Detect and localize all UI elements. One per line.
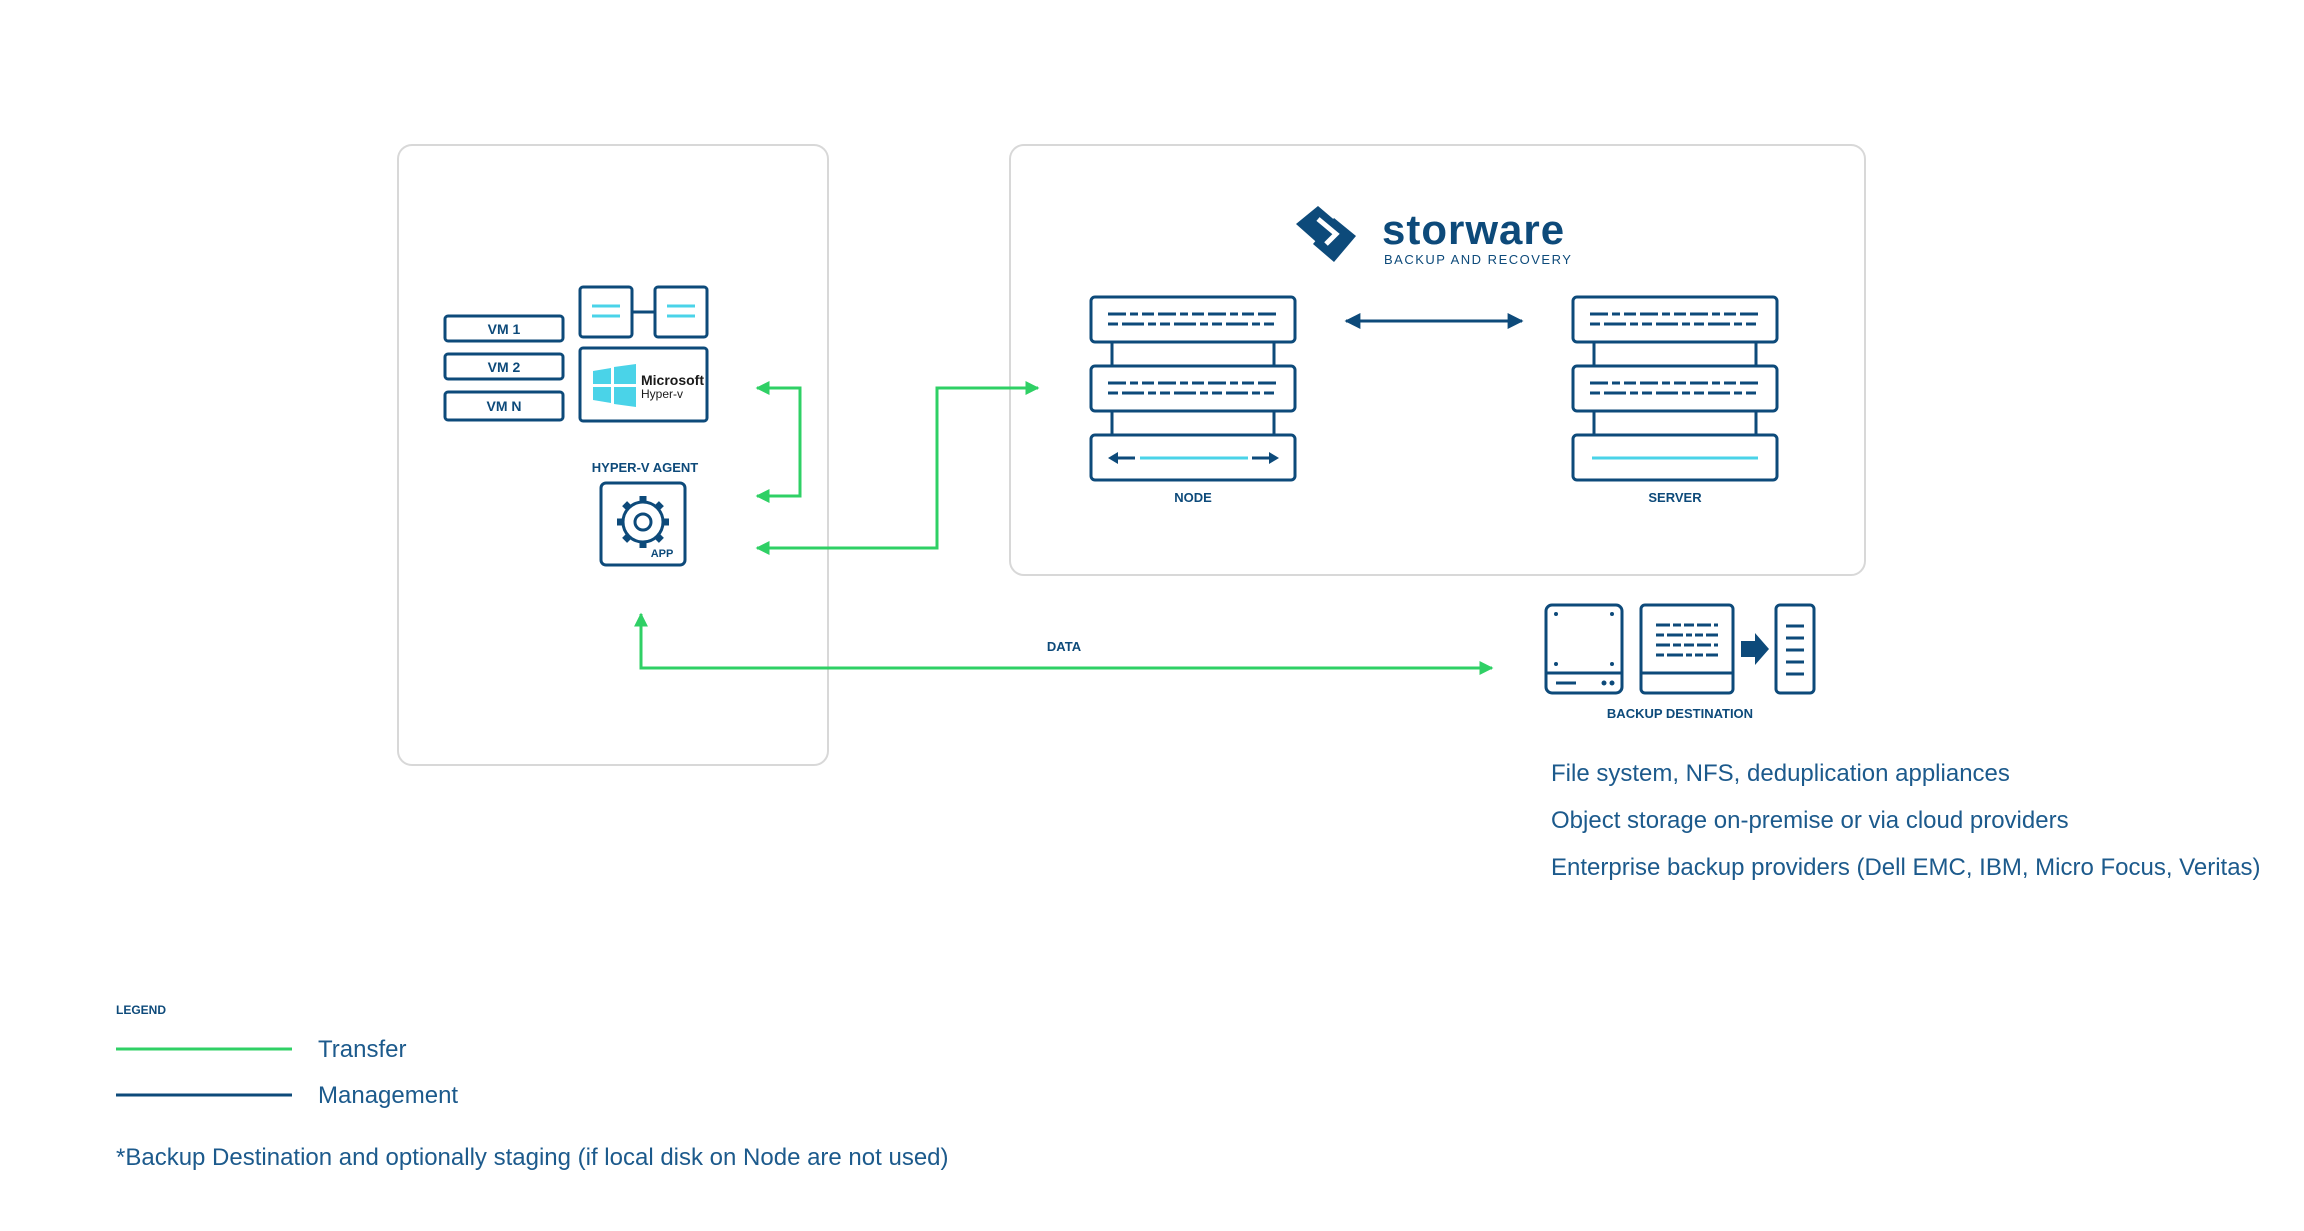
legend-management-label: Management	[318, 1082, 458, 1109]
storware-server: SERVER	[1571, 295, 1779, 505]
vm-box	[443, 314, 565, 343]
legend-transfer-label: Transfer	[318, 1036, 406, 1063]
storware-brand: storware	[1382, 206, 1565, 253]
backup-destination-icons	[1544, 603, 1816, 695]
vm-label: VM 2	[488, 359, 521, 375]
disk-icon	[1544, 603, 1624, 695]
footnote: *Backup Destination and optionally stagi…	[116, 1144, 949, 1171]
storware-tagline: BACKUP AND RECOVERY	[1384, 252, 1572, 267]
agent-label: HYPER-V AGENT	[592, 460, 698, 475]
node-server: NODE	[1089, 295, 1297, 505]
transfer-arrow-agent-node	[755, 381, 1040, 555]
hyperv-logo-line2: Hyper-v	[641, 387, 683, 401]
backup-option: File system, NFS, deduplication applianc…	[1551, 760, 2010, 787]
server-label: SERVER	[1648, 490, 1702, 505]
backup-option: Enterprise backup providers (Dell EMC, I…	[1551, 854, 2261, 881]
agent-app: APP	[599, 481, 687, 567]
server-unit	[1571, 364, 1779, 413]
vm-label: VM N	[487, 398, 522, 414]
app-label: APP	[651, 548, 674, 560]
transfer-arrow-data	[634, 612, 1494, 675]
storage-array-icon	[1639, 603, 1735, 695]
storware-logo-icon	[1296, 206, 1356, 262]
backup-option: Object storage on-premise or via cloud p…	[1551, 807, 2069, 834]
hyperv-host-box	[578, 346, 709, 423]
vm-box	[443, 390, 565, 422]
legend-title: LEGEND	[116, 1003, 166, 1017]
windows-logo-icon	[593, 364, 636, 407]
host-screen	[653, 285, 709, 339]
arrow-right-icon	[1741, 633, 1769, 665]
hyperv-host: Microsoft Hyper-v	[578, 285, 709, 423]
hyperv-logo-line1: Microsoft	[641, 372, 704, 388]
host-screen	[578, 285, 634, 339]
backup-destination-label: BACKUP DESTINATION	[1607, 706, 1753, 721]
node-unit	[1089, 295, 1297, 344]
server-unit	[1571, 295, 1779, 344]
node-unit	[1089, 364, 1297, 413]
data-label: DATA	[1047, 639, 1082, 654]
vm-label: VM 1	[488, 321, 521, 337]
hypervisor-panel	[397, 144, 829, 766]
tape-library-icon	[1774, 603, 1816, 695]
vm-stack: VM 1 VM 2 VM N	[443, 314, 565, 422]
gear-icon	[617, 496, 669, 548]
vm-box	[443, 352, 565, 381]
node-label: NODE	[1174, 490, 1212, 505]
